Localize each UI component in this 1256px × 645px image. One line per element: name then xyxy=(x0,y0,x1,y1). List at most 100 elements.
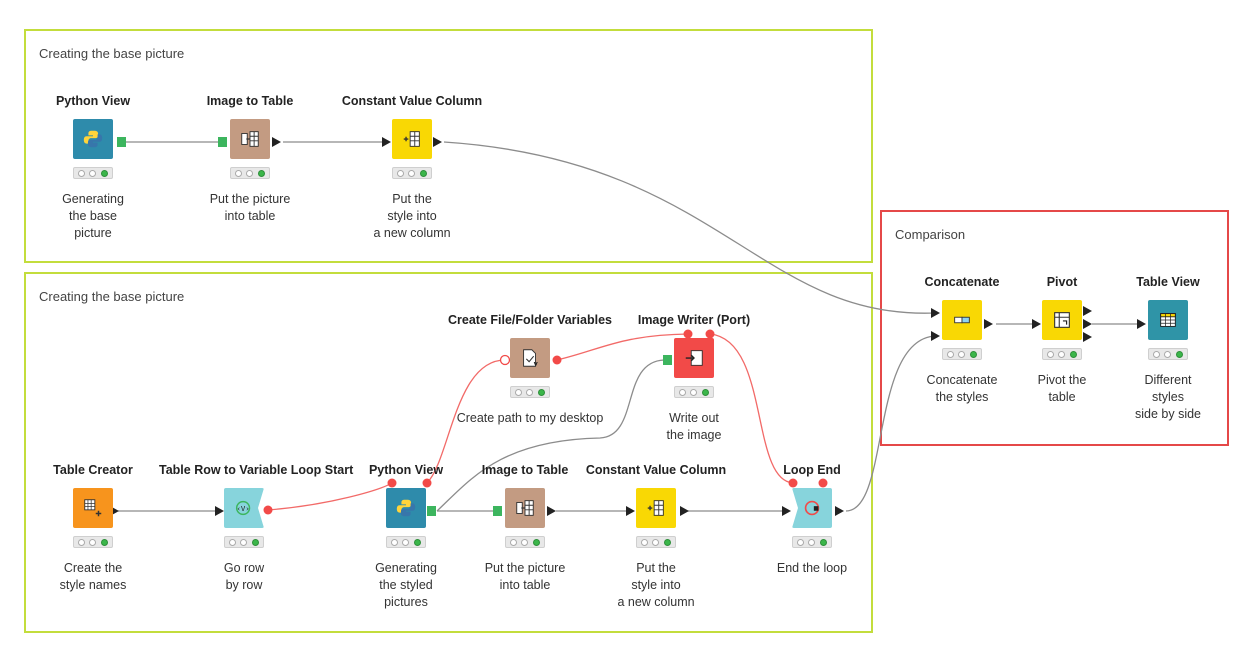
flow-variable-port[interactable] xyxy=(683,329,693,339)
input-port[interactable] xyxy=(1032,319,1041,329)
output-port[interactable] xyxy=(272,137,281,147)
constant-value-icon[interactable] xyxy=(392,119,432,159)
output-port[interactable] xyxy=(427,506,436,516)
annotation-title: Creating the base picture xyxy=(39,289,185,304)
node-pivot[interactable]: Pivot Pivot the table xyxy=(977,274,1147,406)
node-constant-value-column[interactable]: Constant Value Column Put the style into… xyxy=(571,462,741,611)
node-constant-value-column[interactable]: Constant Value Column Put the style into… xyxy=(327,93,497,242)
flow-variable-port[interactable] xyxy=(818,478,828,488)
flow-variable-port[interactable] xyxy=(387,478,397,488)
annotation-comparison[interactable]: Comparison xyxy=(880,210,1229,446)
flow-variable-port[interactable] xyxy=(788,478,798,488)
status-indicator xyxy=(386,536,426,548)
node-name: Concatenate xyxy=(924,275,1000,289)
status-indicator xyxy=(1148,348,1188,360)
node-name: Table View xyxy=(1136,275,1200,289)
input-port[interactable] xyxy=(931,308,940,318)
input-port[interactable] xyxy=(1137,319,1146,329)
output-port[interactable] xyxy=(680,506,689,516)
node-description[interactable]: Put the style into a new column xyxy=(617,561,695,609)
image-to-table-icon[interactable] xyxy=(230,119,270,159)
loop-start-icon[interactable]: ‹V› xyxy=(224,488,264,528)
input-port[interactable] xyxy=(626,506,635,516)
node-description[interactable]: Create path to my desktop xyxy=(456,411,604,425)
output-port[interactable] xyxy=(984,319,993,329)
node-description[interactable]: Create the style names xyxy=(59,561,127,592)
flow-variable-port[interactable] xyxy=(499,354,511,366)
annotation-top[interactable]: Creating the base picture xyxy=(24,29,873,263)
flow-variable-port[interactable] xyxy=(422,478,432,488)
output-port[interactable] xyxy=(1083,306,1092,316)
connection-wire[interactable] xyxy=(443,141,936,314)
flow-variable-wire[interactable] xyxy=(426,359,506,484)
input-port[interactable] xyxy=(931,331,940,341)
output-port[interactable] xyxy=(433,137,442,147)
status-indicator xyxy=(1042,348,1082,360)
flow-variable-wire[interactable] xyxy=(709,333,794,484)
python-icon[interactable] xyxy=(386,488,426,528)
node-description[interactable]: Write out the image xyxy=(666,411,722,442)
node-image-to-table[interactable]: Image to Table Put the picture into tabl… xyxy=(440,462,610,594)
connection-wire[interactable] xyxy=(845,335,936,512)
input-port[interactable] xyxy=(382,137,391,147)
flow-variable-port[interactable] xyxy=(705,329,715,339)
node-name: Table Row to Variable Loop Start xyxy=(159,463,354,477)
file-variables-icon[interactable]: v xyxy=(510,338,550,378)
node-image-writer-port[interactable]: Image Writer (Port) Write out the image xyxy=(609,312,779,444)
output-port[interactable] xyxy=(1083,332,1092,342)
input-port[interactable] xyxy=(218,137,227,147)
input-port[interactable] xyxy=(663,355,672,365)
table-creator-icon[interactable] xyxy=(73,488,113,528)
node-name: Pivot xyxy=(1046,275,1078,289)
node-description[interactable]: Pivot the table xyxy=(1037,373,1087,404)
input-port[interactable] xyxy=(493,506,502,516)
status-indicator xyxy=(73,167,113,179)
node-description[interactable]: Generating the base picture xyxy=(62,192,124,240)
node-table-creator[interactable]: Table Creator Create the style names xyxy=(8,462,178,594)
annotation-bottom[interactable]: Creating the base picture xyxy=(24,272,873,633)
node-description[interactable]: End the loop xyxy=(776,561,848,575)
flow-variable-port[interactable] xyxy=(552,355,562,365)
loop-end-icon[interactable] xyxy=(792,488,832,528)
status-indicator xyxy=(73,536,113,548)
node-description[interactable]: Put the picture into table xyxy=(209,192,291,223)
node-python-view[interactable]: Python View Generating the styled pictur… xyxy=(321,462,491,611)
node-image-to-table[interactable]: Image to Table Put the picture into tabl… xyxy=(165,93,335,225)
node-name: Image to Table xyxy=(481,463,569,477)
output-port[interactable] xyxy=(1083,319,1092,329)
python-icon[interactable] xyxy=(73,119,113,159)
node-description[interactable]: Put the style into a new column xyxy=(373,192,451,240)
node-description[interactable]: Generating the styled pictures xyxy=(375,561,437,609)
status-indicator xyxy=(942,348,982,360)
node-description[interactable]: Go row by row xyxy=(223,561,265,592)
flow-variable-port[interactable] xyxy=(263,505,273,515)
pivot-icon[interactable] xyxy=(1042,300,1082,340)
node-table-row-to-variable-loop-start[interactable]: Table Row to Variable Loop Start ‹V› Go … xyxy=(159,462,354,594)
node-python-view[interactable]: Python View Generating the base picture xyxy=(8,93,178,242)
flow-variable-wire[interactable] xyxy=(556,333,689,361)
flow-variable-wire[interactable] xyxy=(267,482,393,511)
connection-wire[interactable] xyxy=(436,359,665,512)
output-port[interactable] xyxy=(835,506,844,516)
annotation-title: Comparison xyxy=(895,227,966,242)
output-port[interactable] xyxy=(117,137,126,147)
node-create-file-folder-variables[interactable]: Create File/Folder Variables v Create pa… xyxy=(445,312,615,427)
input-port[interactable] xyxy=(215,506,224,516)
node-description[interactable]: Put the picture into table xyxy=(484,561,566,592)
node-description[interactable]: Concatenate the styles xyxy=(926,373,998,404)
image-writer-icon[interactable] xyxy=(674,338,714,378)
node-concatenate[interactable]: Concatenate Concatenate the styles xyxy=(877,274,1047,406)
image-to-table-icon[interactable] xyxy=(505,488,545,528)
node-description[interactable]: Different styles side by side xyxy=(1134,373,1201,421)
table-view-icon[interactable] xyxy=(1148,300,1188,340)
constant-value-icon[interactable] xyxy=(636,488,676,528)
node-name: Constant Value Column xyxy=(341,94,483,108)
node-loop-end[interactable]: Loop End End the loop xyxy=(727,462,897,577)
output-port[interactable] xyxy=(547,506,556,516)
concatenate-icon[interactable] xyxy=(942,300,982,340)
node-name: Table Creator xyxy=(53,463,133,477)
node-table-view[interactable]: Table View Different styles side by side xyxy=(1083,274,1253,423)
input-port[interactable] xyxy=(782,506,791,516)
